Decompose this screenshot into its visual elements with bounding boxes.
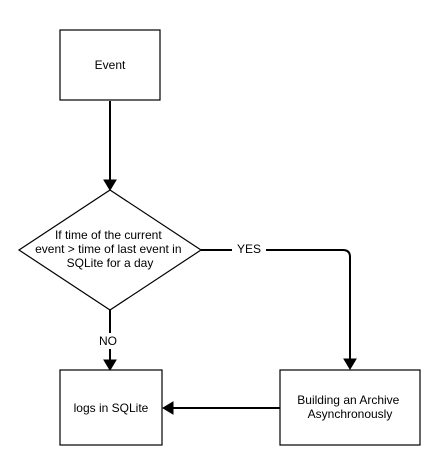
connectors: [103, 101, 357, 415]
archive-line-1: Building an Archive: [297, 393, 399, 407]
decision-text: If time of the current event > time of l…: [35, 228, 185, 270]
event-text: Event: [95, 58, 126, 72]
archive-line-2: Asynchronously: [308, 407, 393, 421]
arrowhead-logs-top: [103, 359, 117, 371]
archive-text: Building an Archive Asynchronously: [297, 393, 402, 421]
decision-line-2: event > time of last event in: [35, 242, 181, 256]
edge-decision-to-archive: [201, 249, 351, 360]
arrowhead-decision-top: [103, 179, 117, 191]
logs-line-1: logs in SQLite: [74, 401, 149, 415]
node-event: Event: [59, 29, 161, 101]
node-archive: Building an Archive Asynchronously: [279, 369, 421, 446]
node-decision: If time of the current event > time of l…: [17, 189, 203, 311]
arrowhead-logs-right: [162, 401, 174, 415]
archive-box: [279, 369, 421, 446]
decision-diamond: [17, 189, 203, 311]
yes-label: YES: [237, 242, 261, 256]
no-label: NO: [99, 334, 117, 348]
edge-labels: YES NO: [94, 241, 266, 349]
logs-text: logs in SQLite: [74, 401, 149, 415]
decision-line-3: SQLite for a day: [67, 256, 154, 270]
event-line-1: Event: [95, 58, 126, 72]
decision-line-1: If time of the current: [55, 228, 162, 242]
node-logs: logs in SQLite: [59, 369, 163, 446]
logs-box: [59, 369, 163, 446]
event-box: [59, 29, 161, 101]
arrowhead-archive-top: [343, 358, 357, 370]
